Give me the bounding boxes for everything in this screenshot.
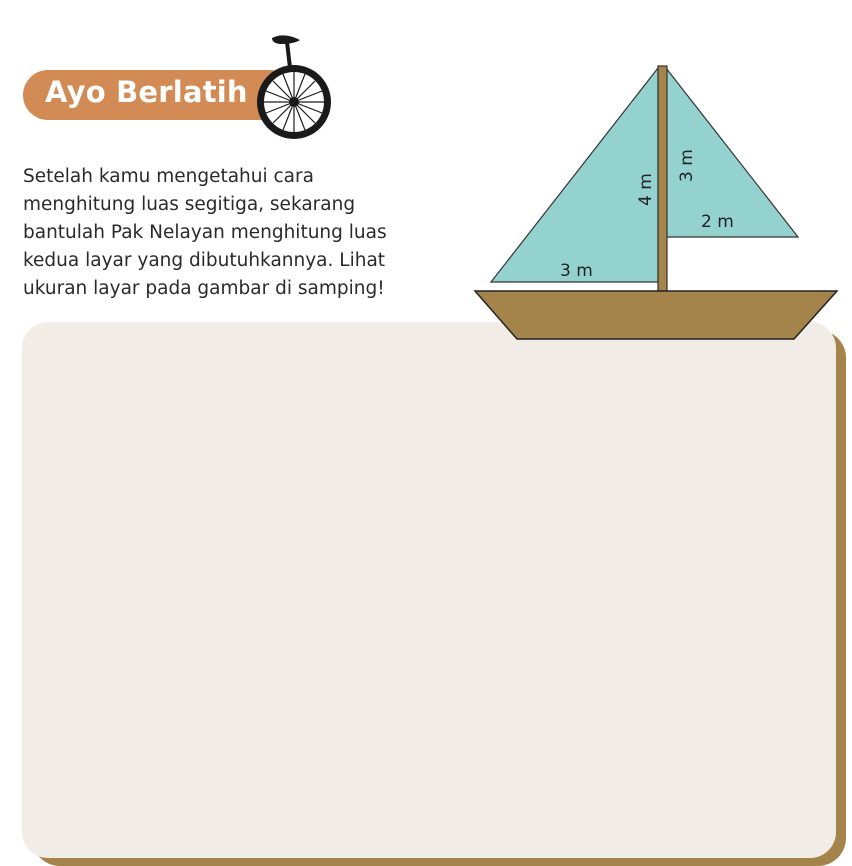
right-sail-height-label: 3 m — [677, 149, 697, 182]
right-sail-base-label: 2 m — [701, 212, 734, 232]
unicycle-icon — [257, 35, 331, 139]
section-title: Ayo Berlatih — [45, 75, 248, 109]
answer-area[interactable] — [22, 322, 846, 866]
instruction-text: Setelah kamu mengetahui cara menghitung … — [23, 166, 387, 299]
mast — [657, 65, 668, 295]
sailboat-figure: 3 m 4 m 3 m 2 m — [473, 65, 839, 340]
section-banner: Ayo Berlatih — [23, 70, 295, 120]
boat-hull — [473, 290, 839, 340]
left-sail-height-label: 4 m — [636, 173, 656, 206]
left-sail — [489, 66, 659, 283]
left-sail-base-label: 3 m — [560, 261, 593, 281]
answer-area-face — [22, 322, 836, 858]
